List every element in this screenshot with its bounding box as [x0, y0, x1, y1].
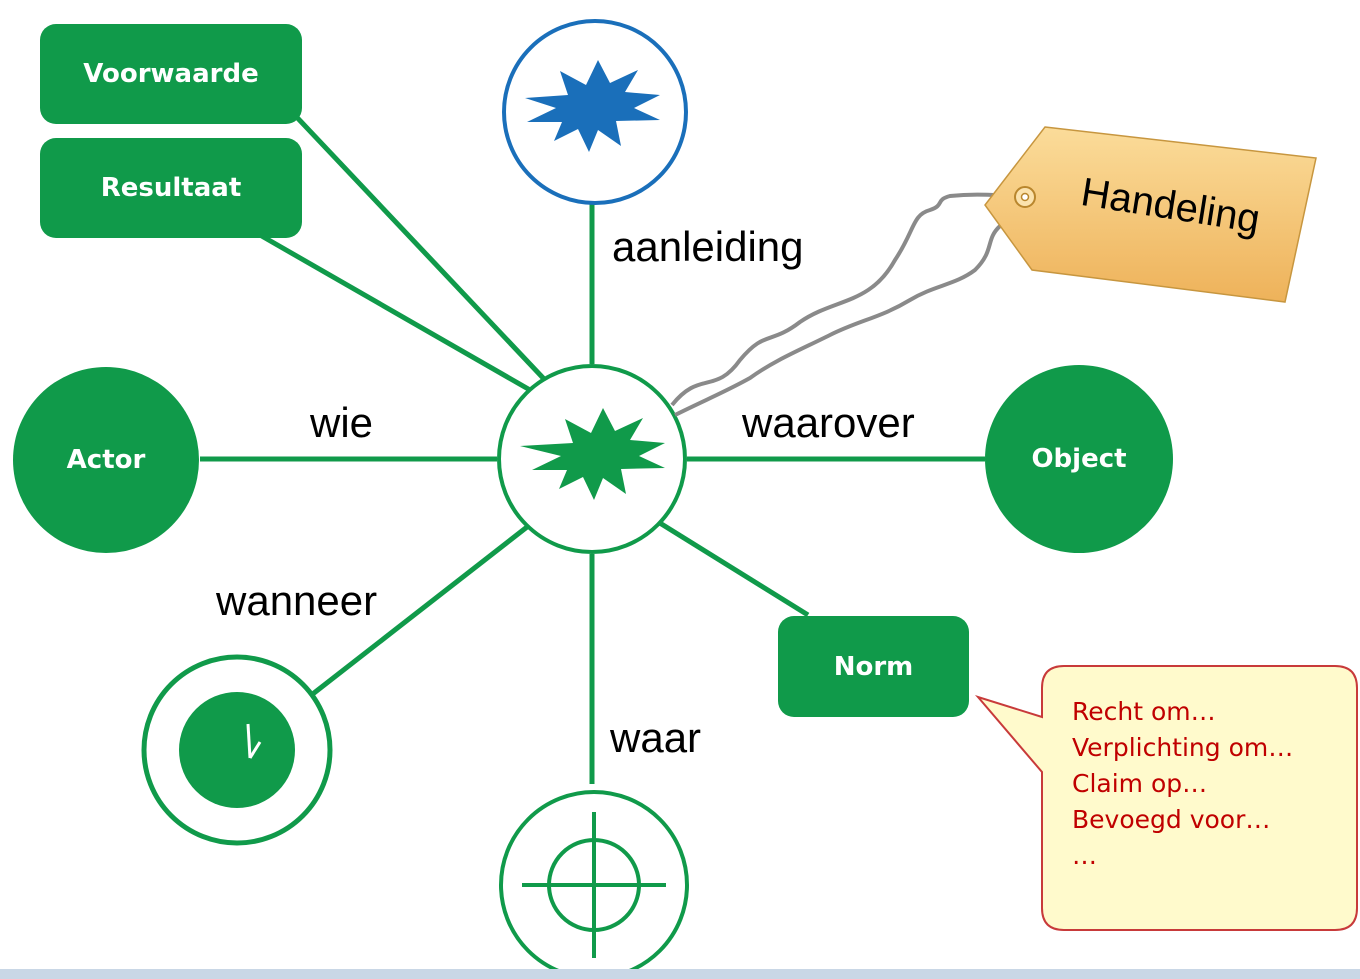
- edge-wanneer: [303, 525, 529, 702]
- edge-voorwaarde: [288, 108, 547, 382]
- clock-hour-hand: [246, 723, 252, 759]
- voorwaarde-box: Voorwaarde: [40, 24, 302, 124]
- norm-callout-text: Recht om… Verplichting om… Claim op… Bev…: [1072, 694, 1293, 874]
- tag-string-upper: [670, 192, 1023, 407]
- callout-line: Claim op…: [1072, 769, 1208, 798]
- callout-line: …: [1072, 841, 1097, 870]
- aanleiding-label: aanleiding: [612, 223, 804, 270]
- handeling-tag: [984, 126, 1317, 303]
- blue-starburst-icon: [525, 60, 660, 152]
- callout-line: Bevoegd voor…: [1072, 805, 1271, 834]
- resultaat-box: Resultaat: [40, 138, 302, 238]
- tag-string-lower: [674, 224, 1002, 417]
- wie-label: wie: [310, 399, 374, 446]
- norm-callout-bubble: [974, 665, 1358, 931]
- edge-resultaat: [258, 232, 532, 393]
- clock-minute-hand: [248, 741, 262, 759]
- actor-node: Actor: [13, 367, 199, 553]
- crosshair-icon: [522, 812, 666, 958]
- callout-line: Verplichting om…: [1072, 733, 1294, 762]
- edge-norm: [653, 517, 810, 618]
- bottom-strip: [0, 969, 1360, 979]
- clock-icon: [179, 692, 295, 808]
- waar-label: waar: [610, 714, 702, 761]
- norm-box: Norm: [778, 616, 969, 717]
- waarover-label: waarover: [742, 399, 915, 446]
- green-starburst-icon: [520, 408, 665, 500]
- object-node: Object: [985, 365, 1173, 553]
- wanneer-label: wanneer: [216, 577, 378, 624]
- callout-line: Recht om…: [1072, 697, 1216, 726]
